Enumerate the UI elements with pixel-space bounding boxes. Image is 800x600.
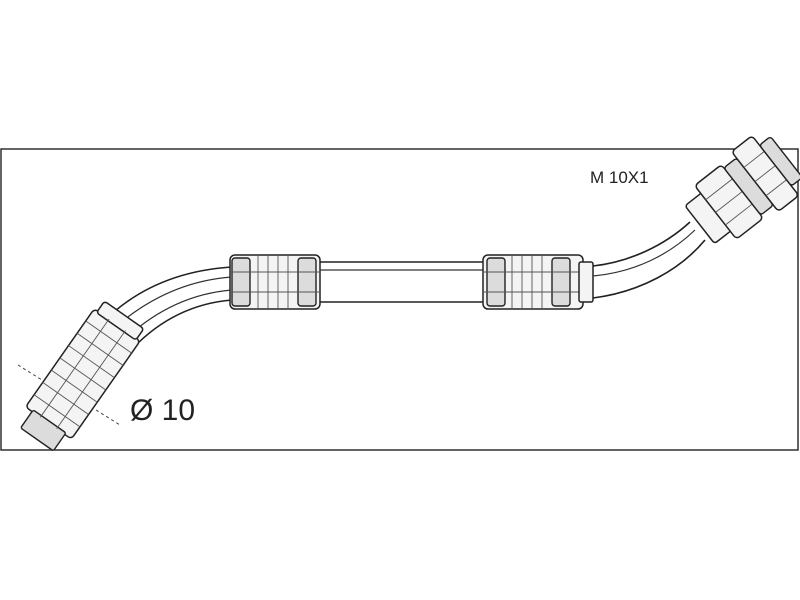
left-crimp-sleeve [229, 254, 321, 310]
diameter-indicator [17, 364, 121, 426]
left-threaded-end [20, 301, 144, 451]
diagram-frame [0, 148, 799, 451]
right-hex-fitting [685, 136, 800, 244]
straight-hose [320, 261, 485, 303]
diameter-label: Ø 10 [130, 394, 195, 427]
right-bent-tube [592, 221, 706, 299]
thread-spec-label: M 10X1 [590, 168, 649, 187]
right-crimp-sleeve [482, 254, 594, 310]
